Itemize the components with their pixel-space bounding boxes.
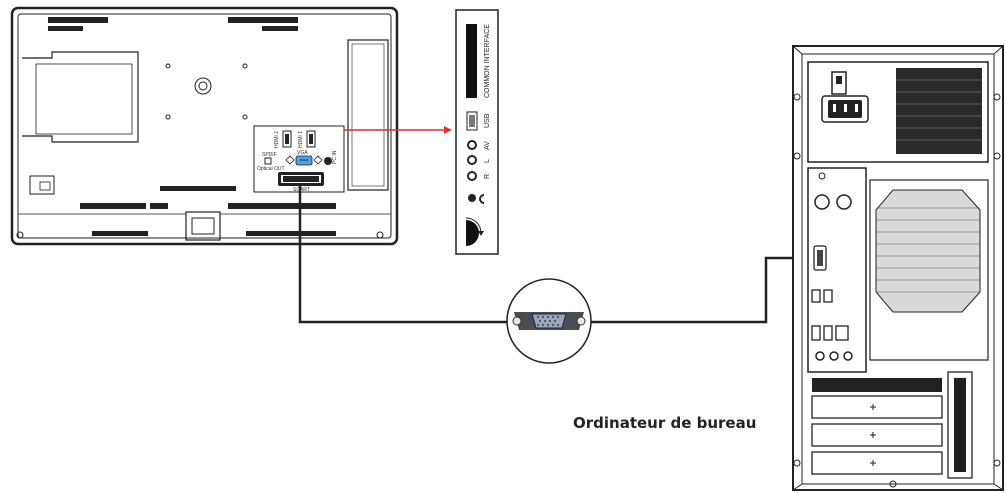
pointer-arrow (344, 126, 452, 134)
common-interface-label: COMMON INTERFACE (484, 24, 491, 98)
common-interface-slot[interactable] (466, 24, 477, 98)
audio-l-jack[interactable] (467, 155, 477, 165)
audio-jack[interactable] (829, 351, 839, 361)
hdmi2-label: HDMI 2 (274, 131, 280, 148)
usb-port[interactable] (823, 325, 833, 341)
pc-vga-port[interactable] (813, 245, 827, 271)
usb-port[interactable] (811, 325, 821, 341)
hdmi1-label: HDMI 1 (298, 131, 304, 148)
pc-audio-in-jack[interactable] (324, 157, 332, 165)
headphone-icon (479, 194, 485, 204)
scart-port[interactable] (278, 172, 324, 186)
tv-connector-panel: HDMI 2 HDMI 1 SPDIF Optical OUT VGA PC I… (253, 125, 345, 193)
desktop-pc (792, 45, 1004, 491)
hdmi1-port[interactable] (306, 130, 316, 148)
vga-label: VGA (297, 150, 308, 156)
ps2-port[interactable] (814, 194, 830, 210)
vga-port[interactable] (295, 155, 313, 166)
volume-wheel-icon[interactable] (465, 217, 484, 246)
optical-port[interactable] (264, 157, 272, 165)
usb-port[interactable] (466, 111, 478, 131)
audio-jack[interactable] (815, 351, 825, 361)
usb-label: USB (484, 113, 491, 128)
ethernet-port[interactable] (835, 325, 849, 341)
audio-jack[interactable] (843, 351, 853, 361)
pc-in-label: PC IN (332, 150, 338, 164)
hdmi2-port[interactable] (282, 130, 292, 148)
r-label: R (484, 174, 491, 179)
headphone-jack[interactable] (468, 194, 476, 202)
av-jack[interactable] (467, 140, 477, 150)
pc-label: Ordinateur de bureau (573, 414, 757, 432)
scart-label: SCART (293, 187, 310, 193)
side-panel: COMMON INTERFACE USB AV L R (455, 9, 499, 255)
l-label: L (484, 159, 491, 163)
audio-r-jack[interactable] (467, 171, 477, 181)
spdif-label: SPDIF (262, 152, 277, 158)
usb-port[interactable] (811, 289, 821, 303)
ps2-port[interactable] (836, 194, 852, 210)
av-label: AV (484, 141, 491, 150)
optical-out-label: Optical OUT (257, 166, 285, 172)
usb-port[interactable] (823, 289, 833, 303)
vga-connector-icon (506, 278, 592, 364)
